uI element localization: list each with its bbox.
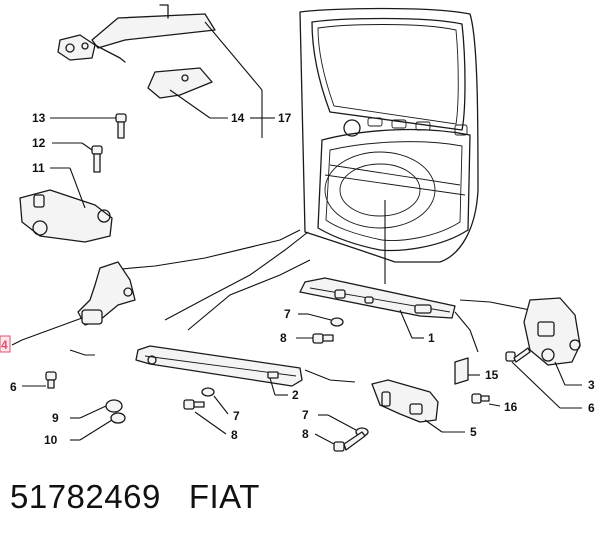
sliding-door-frame [299,7,479,284]
hinge-3 [523,297,582,386]
bolt-6-left [22,371,57,389]
upper-bracket-assembly [57,4,275,138]
bolt-6-right [505,347,582,409]
assembly-guide-lines [69,229,541,383]
nut-10 [70,412,126,441]
screw-13 [50,113,127,139]
bolt-8a [296,333,334,344]
brand-name: FIAT [188,478,260,515]
callout-9: 9 [52,411,59,425]
callout-7-lower: 7 [233,409,240,423]
washer-9 [70,399,123,419]
callout-11: 11 [32,161,45,175]
bolt-8b [183,399,227,435]
callout-6-left: 6 [10,380,17,394]
callout-1: 1 [428,331,435,345]
lower-hinge-5 [371,379,465,433]
lower-rail-2 [135,345,303,396]
part-number-footer: 51782469 FIAT [10,478,288,516]
callout-4: 4 [1,338,8,352]
callout-7-upper: 7 [284,307,291,321]
callout-16: 16 [504,400,518,414]
callout-17: 17 [278,111,292,125]
callout-10: 10 [44,433,58,447]
upper-rail-1 [299,277,456,339]
bolt-8c [314,431,366,452]
screw-12 [52,142,103,173]
callout-7-right: 7 [302,408,309,422]
callout-6-right: 6 [588,401,595,415]
callout-8-upper: 8 [280,331,287,345]
callout-15: 15 [485,368,499,382]
callout-labels: 13 12 11 14 17 4 6 9 10 7 8 1 2 7 8 7 8 … [0,111,595,447]
callout-3: 3 [588,378,595,392]
bolt-16 [471,393,501,407]
callout-12: 12 [32,136,46,150]
callout-5: 5 [470,425,477,439]
lower-guide-11 [19,167,113,243]
washer-7a [298,313,344,327]
callout-8-lower: 8 [231,428,238,442]
callout-2: 2 [292,388,299,402]
callout-8-right: 8 [302,427,309,441]
callout-14: 14 [231,111,245,125]
part-number: 51782469 [10,478,161,515]
hinge-bracket-4 [11,261,136,346]
washer-7b [201,387,229,415]
plate-15 [454,357,480,385]
callout-13: 13 [32,111,46,125]
callout-4-highlight [0,335,11,353]
